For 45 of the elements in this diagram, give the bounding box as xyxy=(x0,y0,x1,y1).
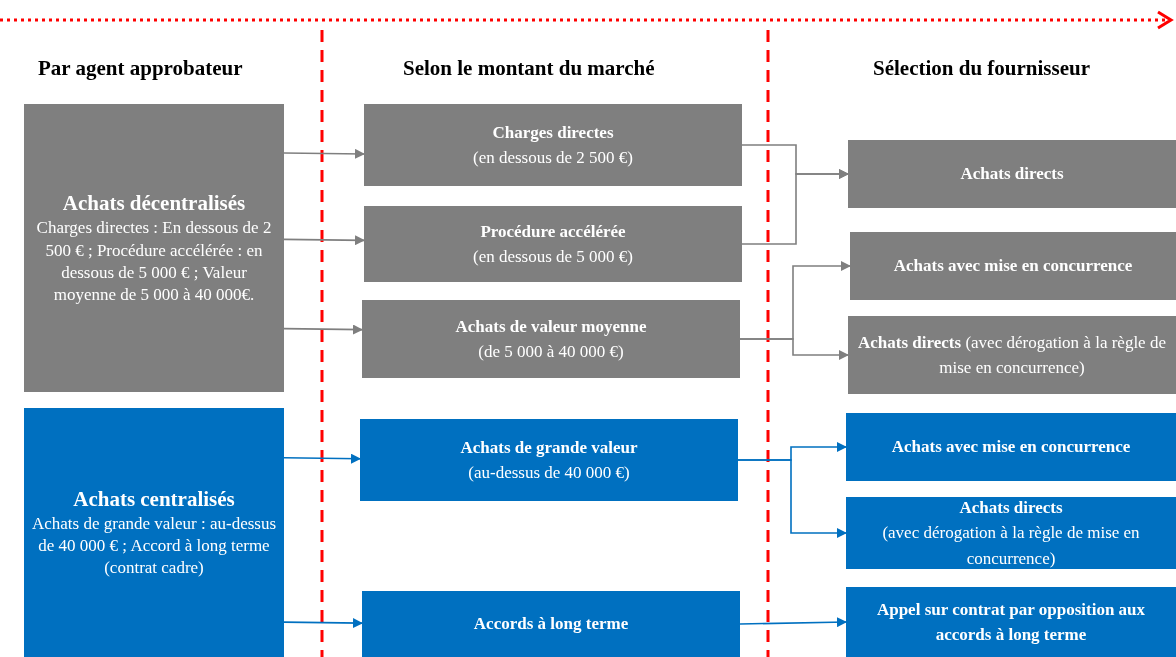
column-heading: Sélection du fournisseur xyxy=(873,56,1090,81)
arrow xyxy=(739,617,847,628)
box-description: (avec dérogation à la règle de mise en concurrence) xyxy=(881,522,1141,570)
box-title: Achats directs xyxy=(960,163,1064,186)
arrow xyxy=(739,338,849,360)
process-box xyxy=(846,497,1176,569)
box-description: (en dessous de 2 500 €) xyxy=(472,147,634,169)
arrow xyxy=(741,169,849,245)
box-title: Achats avec mise en concurrence xyxy=(893,255,1133,278)
box-title: Achats de grande valeur xyxy=(460,436,638,459)
process-box xyxy=(848,140,1176,208)
process-box xyxy=(364,206,742,282)
arrow xyxy=(283,148,365,159)
box-title: Achats centralisés xyxy=(73,485,235,513)
box-title: Accords à long terme xyxy=(473,613,629,636)
box-title: Procédure accélérée xyxy=(480,220,626,243)
arrow xyxy=(283,618,363,628)
box-title: Achats avec mise en concurrence xyxy=(891,436,1131,459)
box-description: Achats de grande valeur : au-dessus de 40 000 € ; Accord à long terme (contrat cadre) xyxy=(30,513,278,580)
box-title: Appel sur contrat par opposition aux accords à long terme xyxy=(875,598,1147,646)
box-description: (en dessous de 5 000 €) xyxy=(472,246,634,268)
process-box xyxy=(850,232,1176,300)
process-box xyxy=(360,419,738,501)
box-description: (de 5 000 à 40 000 €) xyxy=(478,341,624,363)
box-title: Achats directs (avec dérogation à la règle de mise en concurrence) xyxy=(857,331,1167,379)
arrow xyxy=(283,324,363,335)
process-box xyxy=(364,104,742,186)
box-description: (au-dessus de 40 000 €) xyxy=(468,462,630,484)
process-box xyxy=(846,413,1176,481)
process-box xyxy=(24,408,284,657)
box-title: Charges directes xyxy=(492,121,614,144)
process-box xyxy=(848,316,1176,394)
box-title: Achats décentralisés xyxy=(62,190,246,218)
box-title: Achats directs xyxy=(959,496,1063,519)
arrow xyxy=(283,453,361,464)
process-box xyxy=(362,300,740,378)
column-heading: Par agent approbateur xyxy=(38,56,243,81)
process-box xyxy=(362,591,740,657)
arrow xyxy=(737,459,847,538)
process-box xyxy=(24,104,284,392)
box-title: Achats de valeur moyenne xyxy=(455,315,647,338)
process-box xyxy=(846,587,1176,657)
box-description: Charges directes : En dessous de 2 500 € ; Procédure accélérée : en dessous de 5 000 € ; Valeur moyenne de 5 000 à 40 000€. xyxy=(35,217,273,306)
arrow xyxy=(283,235,365,246)
column-heading: Selon le montant du marché xyxy=(403,56,655,81)
